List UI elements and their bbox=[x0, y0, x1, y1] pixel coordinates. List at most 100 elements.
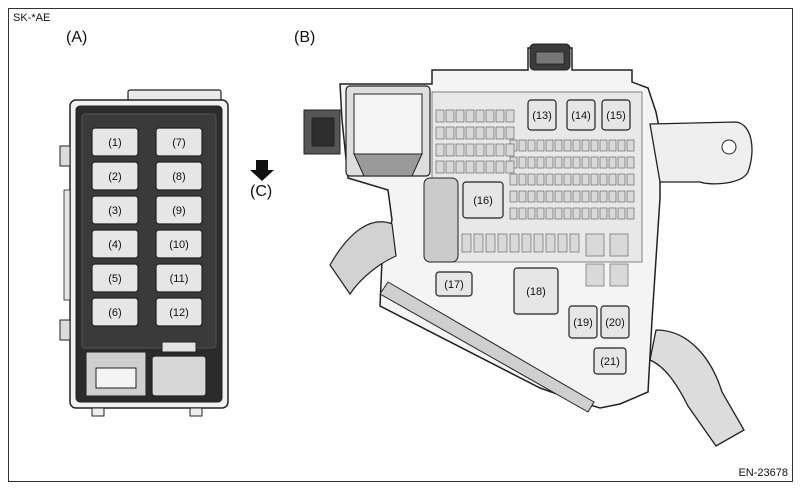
view-a-relay-label-2: (2) bbox=[108, 171, 121, 183]
fuse-slot bbox=[521, 233, 532, 253]
fuse-slot bbox=[435, 143, 445, 157]
fuse-slot bbox=[545, 233, 556, 253]
view-b-label: (B) bbox=[294, 29, 316, 46]
fuse-slot bbox=[554, 156, 563, 169]
fuse-slot bbox=[563, 156, 572, 169]
fuse-slot bbox=[585, 233, 605, 257]
view-a-relay-label-8: (8) bbox=[172, 171, 185, 183]
view-b-relay-label-15: (15) bbox=[606, 110, 626, 122]
fuse-slot bbox=[545, 139, 554, 152]
fuse-slot bbox=[581, 139, 590, 152]
view-a-relay-12: (12) bbox=[155, 297, 203, 327]
view-a-relay-5: (5) bbox=[91, 263, 139, 293]
fuse-slot bbox=[590, 139, 599, 152]
fuse-slot bbox=[599, 173, 608, 186]
view-b-relay-label-16: (16) bbox=[473, 195, 493, 207]
view-b-relay-17: (17) bbox=[435, 271, 473, 297]
view-b-relay-label-13: (13) bbox=[532, 110, 552, 122]
view-a-relay-1: (1) bbox=[91, 127, 139, 157]
fuse-slot bbox=[495, 160, 505, 174]
fuse-slot bbox=[617, 139, 626, 152]
fuse-slot bbox=[475, 143, 485, 157]
fuse-slot bbox=[533, 233, 544, 253]
view-a-relay-label-9: (9) bbox=[172, 205, 185, 217]
fuse-slot bbox=[435, 126, 445, 140]
fuse-slot bbox=[599, 156, 608, 169]
fuse-slot bbox=[608, 173, 617, 186]
fuse-slot bbox=[581, 156, 590, 169]
fuse-slot bbox=[455, 109, 465, 123]
fuse-slot bbox=[495, 126, 505, 140]
fuse-slot bbox=[563, 173, 572, 186]
fuse-slot bbox=[590, 207, 599, 220]
fuse-slot bbox=[527, 190, 536, 203]
view-a-relay-7: (7) bbox=[155, 127, 203, 157]
fuse-slot bbox=[545, 173, 554, 186]
view-a-relay-label-11: (11) bbox=[170, 273, 189, 285]
fuse-slot bbox=[590, 173, 599, 186]
fuse-slot bbox=[608, 207, 617, 220]
view-b-relay-13: (13) bbox=[527, 99, 557, 131]
view-a-relay-4: (4) bbox=[91, 229, 139, 259]
fuse-slot bbox=[518, 190, 527, 203]
fuse-slot bbox=[475, 160, 485, 174]
fuse-slot bbox=[505, 160, 515, 174]
fuse-slot bbox=[505, 109, 515, 123]
relays-b: (13)(14)(15)(16)(17)(18)(19)(20)(21) bbox=[435, 99, 631, 375]
fuse-slot bbox=[485, 233, 496, 253]
fuse-slot bbox=[435, 109, 445, 123]
fuse-slot bbox=[485, 143, 495, 157]
view-b-relay-16: (16) bbox=[462, 181, 504, 219]
view-b-relay-label-14: (14) bbox=[571, 110, 591, 122]
view-b-relay-20: (20) bbox=[600, 305, 630, 339]
fuse-slot bbox=[465, 160, 475, 174]
fuse-slot bbox=[518, 173, 527, 186]
fuse-slot bbox=[608, 156, 617, 169]
fuse-slot bbox=[563, 207, 572, 220]
fuse-slot bbox=[527, 156, 536, 169]
fuse-slot bbox=[626, 173, 635, 186]
fuse-slot bbox=[563, 139, 572, 152]
fuse-slot bbox=[617, 190, 626, 203]
fuse-slot bbox=[518, 207, 527, 220]
fuse-slot bbox=[505, 143, 515, 157]
view-a-label: (A) bbox=[66, 29, 88, 46]
view-b-relay-label-17: (17) bbox=[444, 279, 464, 291]
fuse-slot bbox=[465, 126, 475, 140]
fuse-slot bbox=[563, 190, 572, 203]
fuse-slot bbox=[536, 156, 545, 169]
fuse-slot bbox=[599, 207, 608, 220]
fuse-slot bbox=[485, 160, 495, 174]
fuse-slot bbox=[445, 143, 455, 157]
view-a-relay-label-3: (3) bbox=[108, 205, 121, 217]
fuse-slot bbox=[509, 173, 518, 186]
fuse-slot bbox=[497, 233, 508, 253]
fuse-slot bbox=[455, 143, 465, 157]
fuse-slot bbox=[590, 156, 599, 169]
fuse-slot bbox=[609, 263, 629, 287]
fuse-slot bbox=[572, 173, 581, 186]
fuse-slot bbox=[572, 207, 581, 220]
fuse-slot bbox=[626, 190, 635, 203]
fuse-slot bbox=[495, 143, 505, 157]
fuse-slot bbox=[435, 160, 445, 174]
fuse-slot bbox=[617, 156, 626, 169]
view-c-label: (C) bbox=[250, 183, 273, 200]
fuse-slot bbox=[581, 190, 590, 203]
fuse-slot bbox=[495, 109, 505, 123]
fuse-slot bbox=[585, 263, 605, 287]
view-a-relay-label-1: (1) bbox=[108, 137, 121, 149]
view-b-relay-15: (15) bbox=[601, 99, 631, 131]
fuse-slot bbox=[527, 139, 536, 152]
fuse-slot bbox=[545, 207, 554, 220]
fuse-slot bbox=[572, 139, 581, 152]
view-a-relay-label-7: (7) bbox=[172, 137, 185, 149]
fuse-slot bbox=[536, 139, 545, 152]
fuse-slot bbox=[554, 207, 563, 220]
view-b-relay-label-20: (20) bbox=[605, 317, 625, 329]
relays-a: (1)(2)(3)(4)(5)(6)(7)(8)(9)(10)(11)(12) bbox=[91, 127, 203, 327]
fuse-slot bbox=[609, 233, 629, 257]
view-a-relay-label-6: (6) bbox=[108, 307, 121, 319]
fuse-slot bbox=[599, 139, 608, 152]
view-a-relay-3: (3) bbox=[91, 195, 139, 225]
